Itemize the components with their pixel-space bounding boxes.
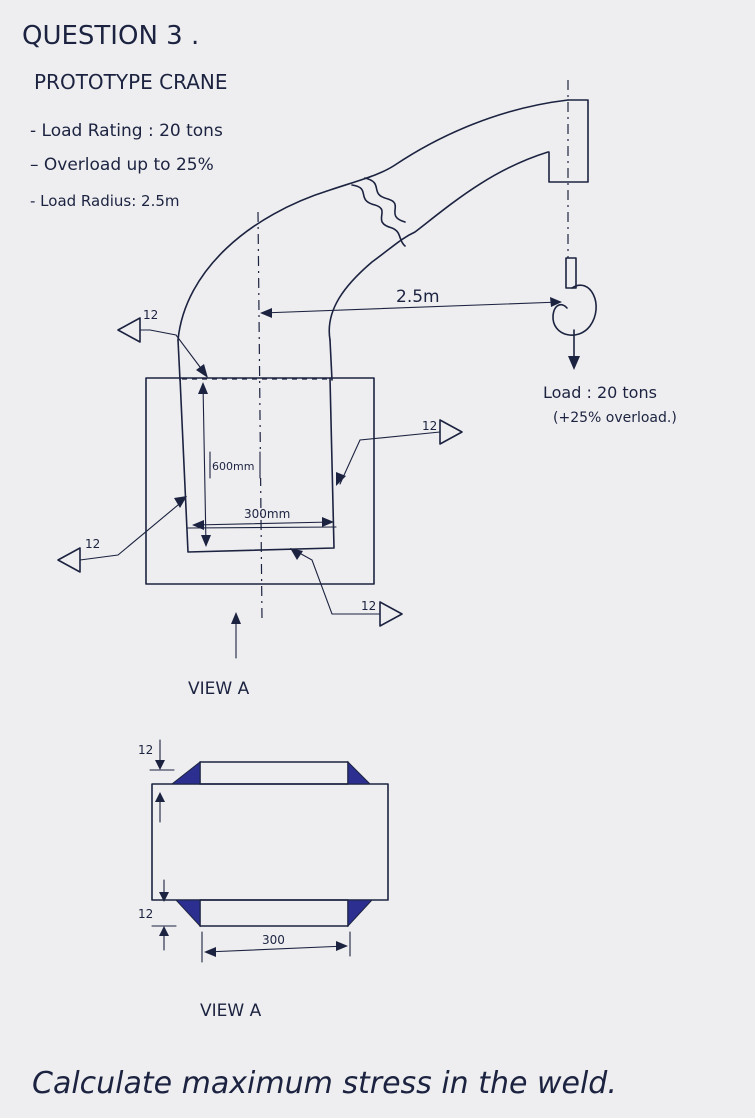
load-label: Load : 20 tons: [543, 383, 657, 402]
hook-shank: [565, 257, 577, 289]
weld-fillet-top-right: [347, 760, 372, 785]
load-arrow-icon: [568, 356, 580, 370]
weld-symbol-icon: [57, 547, 81, 573]
hook-icon: [552, 284, 597, 336]
weld-symbol-icon: [117, 317, 141, 343]
weld-size-label-1: 12: [143, 308, 158, 322]
crane-arm: [177, 80, 597, 381]
base-plate: [145, 377, 375, 585]
radius-dimension: 2.5m: [260, 287, 562, 318]
width-300mm-label: 300mm: [244, 507, 290, 521]
bottom-weld-dim-label: 12: [138, 907, 153, 921]
top-weld-dim-label: 12: [138, 743, 153, 757]
view-a-caption-2: VIEW A: [200, 1001, 262, 1021]
spec-load-rating: - Load Rating : 20 tons: [30, 121, 223, 141]
width-300-label: 300: [262, 933, 285, 947]
weld-fillet-top-left: [170, 760, 201, 785]
question-heading: QUESTION 3 .: [22, 21, 199, 51]
view-a-elevation: 600mm 300mm 12 12 12 12 VIEW A: [57, 211, 463, 699]
spec-overload: – Overload up to 25%: [30, 155, 214, 175]
view-a-section: 12 12 300 VIEW A: [138, 739, 389, 1021]
weld-symbol-icon: [379, 601, 403, 627]
weld-fillet-bottom-left: [174, 899, 201, 928]
overload-label: (+25% overload.): [553, 410, 677, 426]
weld-fillet-bottom-right: [347, 899, 374, 928]
weld-size-label-2: 12: [422, 419, 437, 433]
weld-size-label-3: 12: [85, 537, 100, 551]
column-section: [179, 377, 335, 553]
view-arrow-icon: [231, 612, 241, 624]
weld-symbol-icon: [439, 419, 463, 445]
radius-label: 2.5m: [396, 287, 440, 307]
crane-title: PROTOTYPE CRANE: [34, 70, 227, 94]
view-a-caption-1: VIEW A: [188, 679, 250, 699]
weld-size-label-4: 12: [361, 599, 376, 613]
instruction-text: Calculate maximum stress in the weld.: [32, 1066, 617, 1101]
crane-centerline: [257, 211, 263, 621]
spec-load-radius: - Load Radius: 2.5m: [30, 192, 180, 210]
height-600-label: 600mm: [212, 460, 254, 473]
